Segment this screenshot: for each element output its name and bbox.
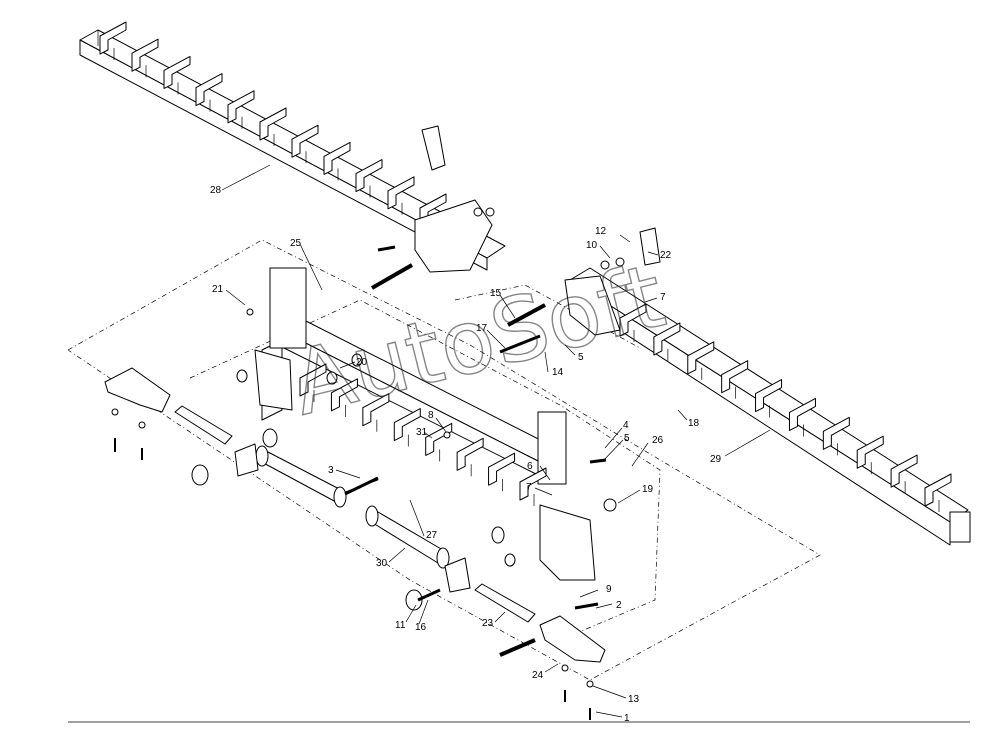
frame-tine <box>425 422 453 456</box>
hinge-brackets <box>414 125 661 336</box>
label-12: 12 <box>595 226 607 237</box>
upper-tine <box>355 159 383 193</box>
label-16: 16 <box>415 622 427 633</box>
label-29: 29 <box>710 454 722 465</box>
upper-tine <box>163 55 191 89</box>
lower-tine <box>653 322 681 356</box>
label-5-lower: 5 <box>624 433 630 444</box>
callout-labels: 28 25 21 15 17 5 14 20 12 10 22 7 18 29 … <box>210 185 722 724</box>
loose-parts <box>104 353 617 663</box>
label-7-upper: 7 <box>660 292 666 303</box>
upper-beam-tines <box>99 21 447 232</box>
label-6: 6 <box>527 461 533 472</box>
label-15: 15 <box>490 288 502 299</box>
frame-tine <box>456 437 484 471</box>
lower-tine <box>788 397 816 431</box>
upper-tine <box>227 90 255 124</box>
upper-tine <box>259 107 287 141</box>
label-7-lower: 7 <box>526 482 532 493</box>
label-30: 30 <box>376 558 388 569</box>
lower-tine <box>890 454 918 488</box>
lower-beam-tines <box>619 303 952 512</box>
frame-tine <box>299 363 327 397</box>
label-22: 22 <box>660 250 672 261</box>
label-14: 14 <box>552 367 564 378</box>
pins-and-bolts <box>111 245 607 720</box>
label-1: 1 <box>624 713 630 724</box>
lower-tine <box>687 341 715 375</box>
label-18: 18 <box>688 418 700 429</box>
lower-tine <box>721 360 749 394</box>
label-3: 3 <box>328 465 334 476</box>
label-21: 21 <box>212 284 224 295</box>
label-26: 26 <box>652 435 664 446</box>
lower-tine <box>924 473 952 507</box>
frame-tine <box>362 393 390 427</box>
label-20: 20 <box>356 357 368 368</box>
label-2: 2 <box>616 600 622 611</box>
label-11: 11 <box>395 620 406 631</box>
label-17: 17 <box>476 323 488 334</box>
label-25: 25 <box>290 238 302 249</box>
label-23: 23 <box>482 618 494 629</box>
label-13: 13 <box>628 694 640 705</box>
upper-tine <box>99 21 127 55</box>
central-frame <box>254 267 596 581</box>
upper-tine <box>195 73 223 107</box>
frame-tine <box>393 408 421 442</box>
label-10: 10 <box>586 240 598 251</box>
label-4: 4 <box>623 420 629 431</box>
label-8: 8 <box>428 410 434 421</box>
leader-lines <box>221 164 771 718</box>
label-28: 28 <box>210 185 222 196</box>
upper-tine <box>291 124 319 158</box>
lower-tine <box>822 416 850 450</box>
frame-tine <box>330 378 358 412</box>
lower-tine <box>856 435 884 469</box>
watermark-text: AutoSoft <box>282 244 674 435</box>
label-31: 31 <box>416 427 428 438</box>
upper-tine <box>323 141 351 175</box>
lower-tine <box>619 303 647 337</box>
frame-tine <box>519 467 547 501</box>
upper-tine <box>131 38 159 72</box>
frame-tine <box>488 452 516 486</box>
label-9: 9 <box>606 584 612 595</box>
label-27: 27 <box>426 530 438 541</box>
upper-tine <box>387 176 415 210</box>
lower-tine <box>755 379 783 413</box>
label-5-upper: 5 <box>578 352 584 363</box>
label-19: 19 <box>642 484 654 495</box>
hydraulic-cylinders <box>255 445 450 569</box>
label-24: 24 <box>532 670 544 681</box>
